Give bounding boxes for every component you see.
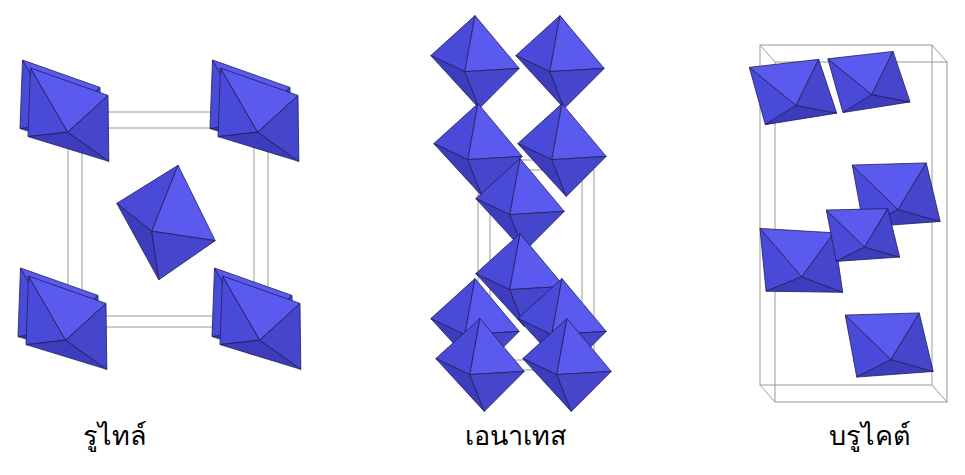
structure-caption: เอนาเทส bbox=[465, 418, 566, 453]
octahedron bbox=[186, 41, 331, 191]
structure-caption: รูไทล์ bbox=[83, 418, 147, 453]
octahedron bbox=[820, 279, 956, 411]
octahedron bbox=[808, 25, 927, 139]
octahedron bbox=[0, 249, 138, 399]
octahedron bbox=[0, 41, 140, 191]
octahedron bbox=[523, 319, 611, 412]
octahedron bbox=[729, 31, 856, 152]
octahedron bbox=[436, 319, 524, 412]
octahedron bbox=[805, 180, 918, 290]
anatase-structure bbox=[431, 16, 611, 412]
rutile-structure bbox=[0, 33, 332, 399]
brookite-structure bbox=[729, 25, 964, 411]
octahedron bbox=[188, 249, 333, 399]
octahedron bbox=[516, 16, 604, 109]
octahedron bbox=[431, 16, 519, 109]
octahedron bbox=[103, 154, 229, 289]
structure-caption: บรูไคต์ bbox=[829, 418, 911, 453]
